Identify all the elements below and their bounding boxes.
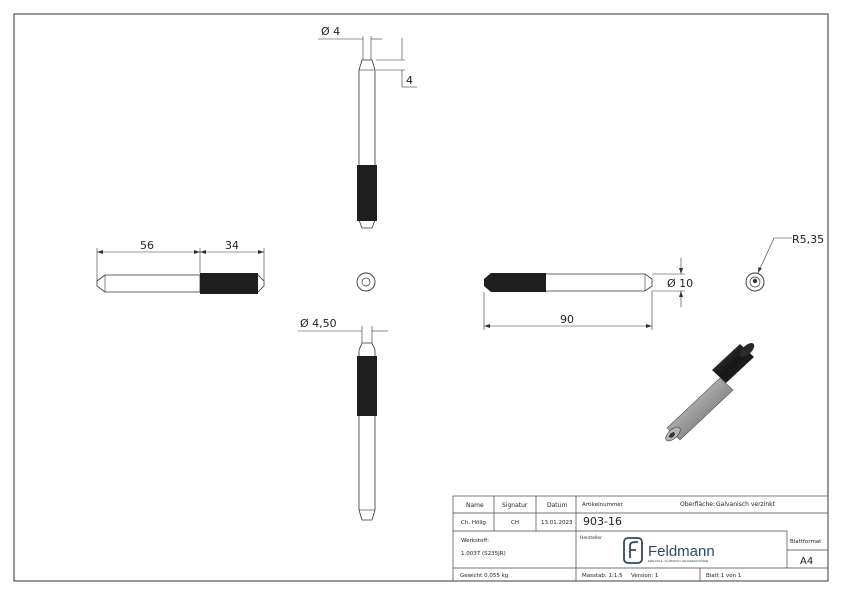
dim-top-chamfer: 4 <box>406 74 413 87</box>
material-label: Werkstoff: <box>461 538 489 544</box>
dim-top-diameter: Ø 4 <box>321 25 340 38</box>
date-label: Datum <box>547 502 567 509</box>
weight-text: Gewicht 0,055 kg <box>460 573 508 579</box>
dim-radius: R5,35 <box>792 233 824 246</box>
knurl-section <box>357 165 377 221</box>
dim-length-knurl: 34 <box>225 239 239 252</box>
drawing-frame <box>13 13 829 582</box>
dim-bottom-diameter: Ø 4,50 <box>300 317 337 330</box>
article-value: 903-16 <box>583 515 622 528</box>
sheet-format-label: Blattformat <box>790 539 822 545</box>
surface-label: Oberfläche: <box>680 501 715 508</box>
name-value: Ch. Hölig <box>461 520 486 526</box>
sheet-text: Blatt 1 von 1 <box>706 573 741 579</box>
material-value: 1.0037 (S235JR) <box>461 551 506 557</box>
version-text: Version: 1 <box>631 573 658 579</box>
dim-outer-diameter: Ø 10 <box>667 277 693 290</box>
center-end-view <box>356 272 376 292</box>
manufacturer-label: Hersteller <box>580 535 602 541</box>
bottom-vertical-view: Ø 4,50 <box>298 317 388 521</box>
knurl-section <box>357 356 377 416</box>
signature-label: Signatur <box>502 502 528 509</box>
left-horizontal-view: 56 34 <box>96 239 265 294</box>
dim-total-length: 90 <box>560 313 574 326</box>
surface-value: Galvanisch verzinkt <box>716 501 776 508</box>
scale-text: Masstab: 1:1.5 <box>582 573 623 579</box>
top-vertical-view: Ø 4 4 <box>318 25 417 229</box>
isometric-view <box>665 343 755 442</box>
article-label: Artikelnummer <box>582 502 624 508</box>
signature-value: CH <box>511 520 519 526</box>
right-horizontal-view: Ø 10 90 <box>483 258 693 330</box>
brand-name: Feldmann <box>648 543 715 560</box>
knurl-section <box>200 273 258 294</box>
title-block <box>452 495 829 582</box>
detail-end-view: R5,35 <box>745 233 824 292</box>
sheet-format-value: A4 <box>800 556 813 567</box>
brand-tagline: EDELSTAHL / ALUMINIUM / GELÄNDERSYSTEME <box>648 559 709 563</box>
date-value: 13.01.2023 <box>541 520 573 526</box>
feldmann-logo: Feldmann EDELSTAHL / ALUMINIUM / GELÄNDE… <box>623 537 715 564</box>
feldmann-logo-icon <box>623 537 643 564</box>
dim-length-plain: 56 <box>140 239 154 252</box>
name-label: Name <box>466 502 484 509</box>
